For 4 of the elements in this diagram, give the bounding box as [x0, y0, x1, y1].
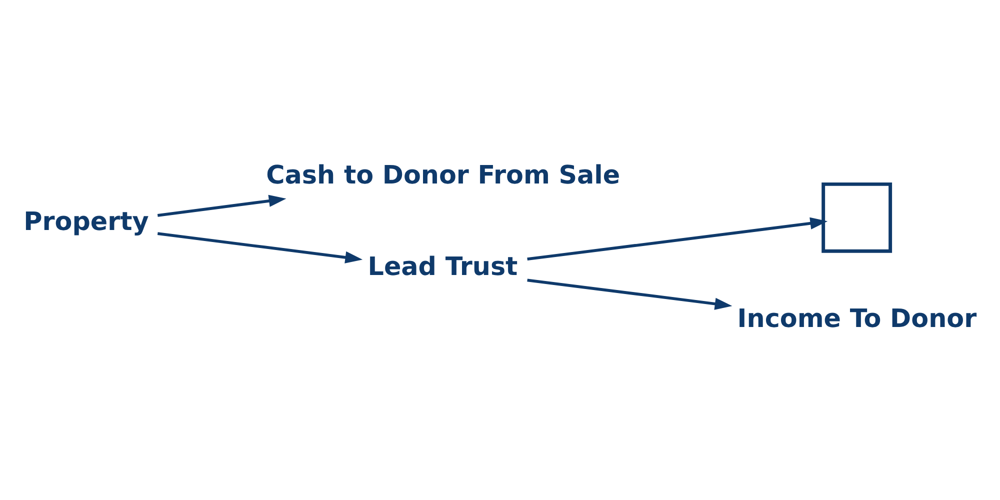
node-text: Lead Trust — [368, 250, 518, 281]
node-text: Income To Donor — [737, 302, 977, 333]
node-text: Property — [24, 206, 149, 236]
node-text: Cash to Donor From Sale — [266, 160, 620, 190]
